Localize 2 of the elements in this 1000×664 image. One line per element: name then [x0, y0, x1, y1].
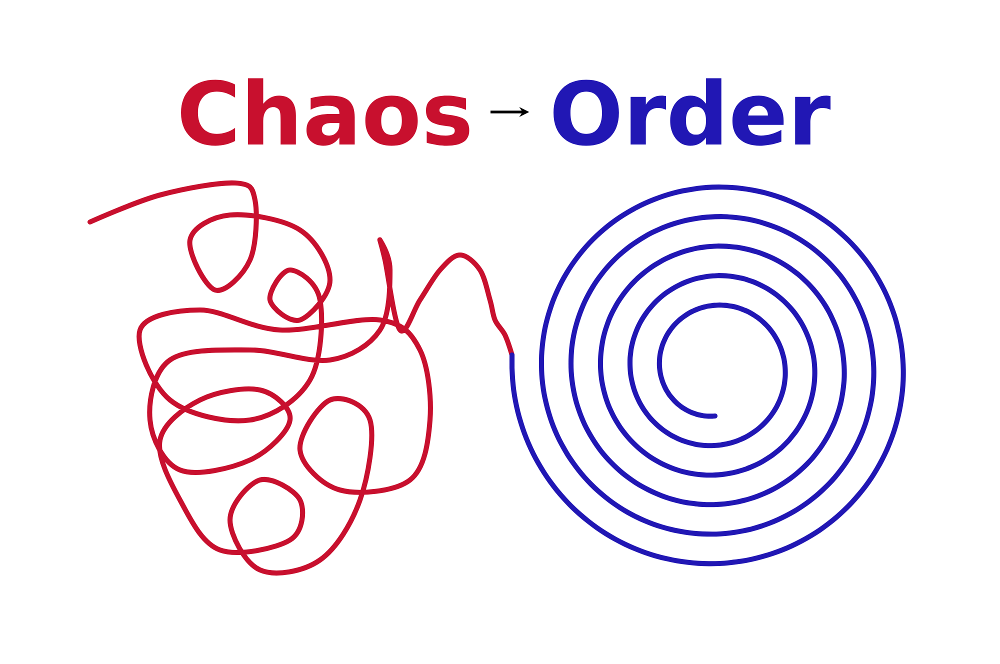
title-word: Order: [554, 78, 831, 146]
title-word: Chaos: [181, 78, 470, 146]
